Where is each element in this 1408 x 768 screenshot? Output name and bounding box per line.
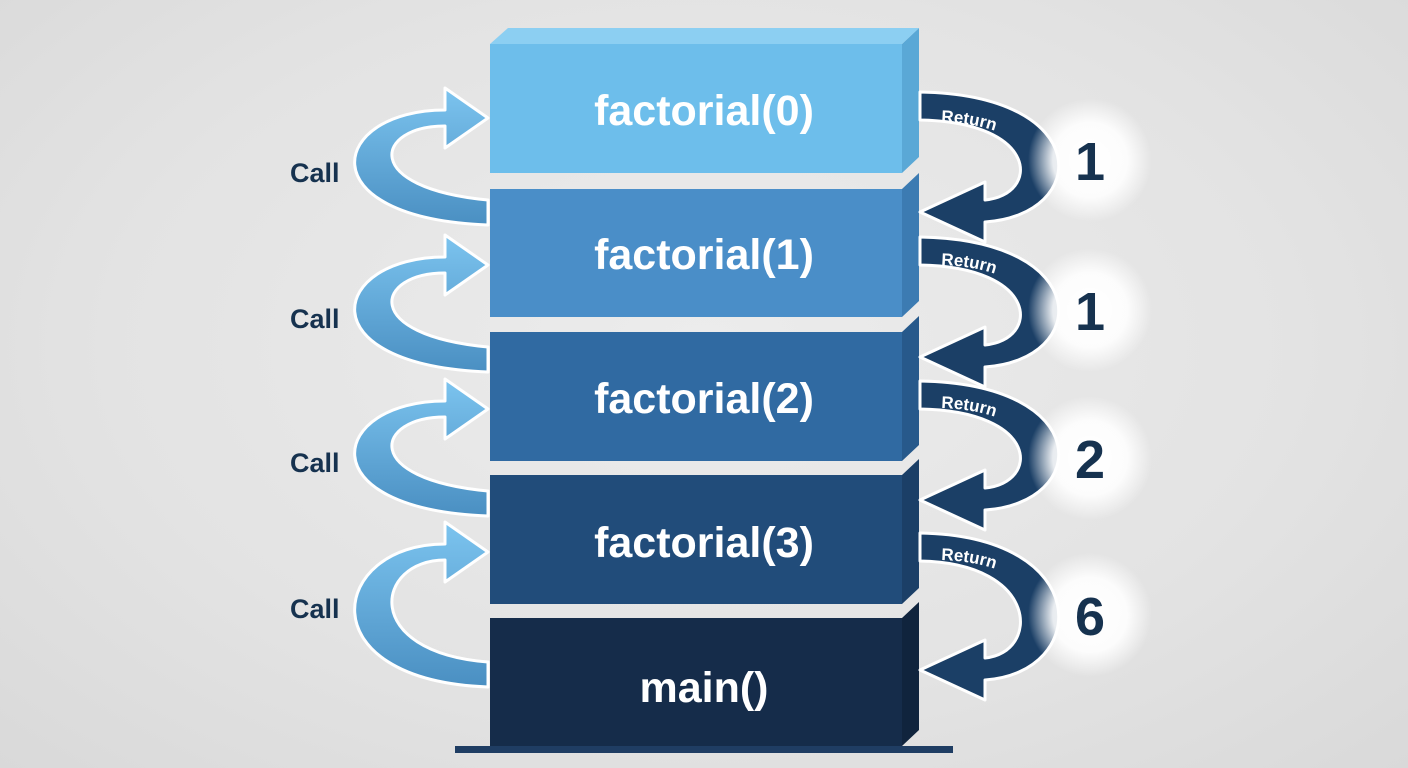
frame-front-face: [490, 189, 902, 317]
frame-side-face: [902, 316, 919, 461]
result-glow: [1028, 248, 1152, 372]
frame-side-face: [902, 28, 919, 173]
return-value: 6: [1075, 587, 1105, 647]
result-glow: [1028, 396, 1152, 520]
frame-label: main(): [640, 664, 769, 712]
stack-frame-factorial-3: factorial(3): [490, 459, 919, 604]
return-arrow-4: Return 6: [918, 531, 1152, 702]
call-arrow-2: Call: [290, 233, 490, 374]
frame-front-face: [490, 332, 902, 461]
stack-frame-factorial-0: factorial(0): [490, 28, 919, 173]
return-arrow-1: Return 1: [918, 90, 1152, 244]
frame-label: factorial(3): [594, 519, 814, 567]
frame-front-face: [490, 44, 902, 173]
return-value: 1: [1075, 282, 1105, 342]
frame-label: factorial(2): [594, 375, 814, 423]
frame-side-face: [902, 602, 919, 746]
return-value: 2: [1075, 430, 1105, 490]
stack-frame-main: main(): [490, 602, 919, 746]
call-arrow-3: Call: [290, 377, 490, 518]
stack-base-line: [455, 746, 953, 753]
stack-frame-factorial-2: factorial(2): [490, 316, 919, 461]
call-label: Call: [290, 158, 340, 188]
frame-side-face: [902, 459, 919, 604]
result-glow: [1028, 98, 1152, 222]
frame-side-face: [902, 173, 919, 317]
stack-frame-factorial-1: factorial(1): [490, 173, 919, 317]
return-arrow-3: Return 2: [918, 379, 1152, 532]
return-arrow-2: Return 1: [918, 235, 1152, 389]
return-value: 1: [1075, 132, 1105, 192]
frame-top-face: [490, 28, 919, 44]
call-label: Call: [290, 304, 340, 334]
call-arrow-1: Call: [290, 86, 490, 227]
call-label: Call: [290, 448, 340, 478]
frame-front-face: [490, 618, 902, 746]
frame-front-face: [490, 475, 902, 604]
call-label: Call: [290, 594, 340, 624]
result-glow: [1028, 553, 1152, 677]
frame-label: factorial(1): [594, 231, 814, 279]
frame-label: factorial(0): [594, 87, 814, 135]
call-arrow-4: Call: [290, 520, 490, 689]
